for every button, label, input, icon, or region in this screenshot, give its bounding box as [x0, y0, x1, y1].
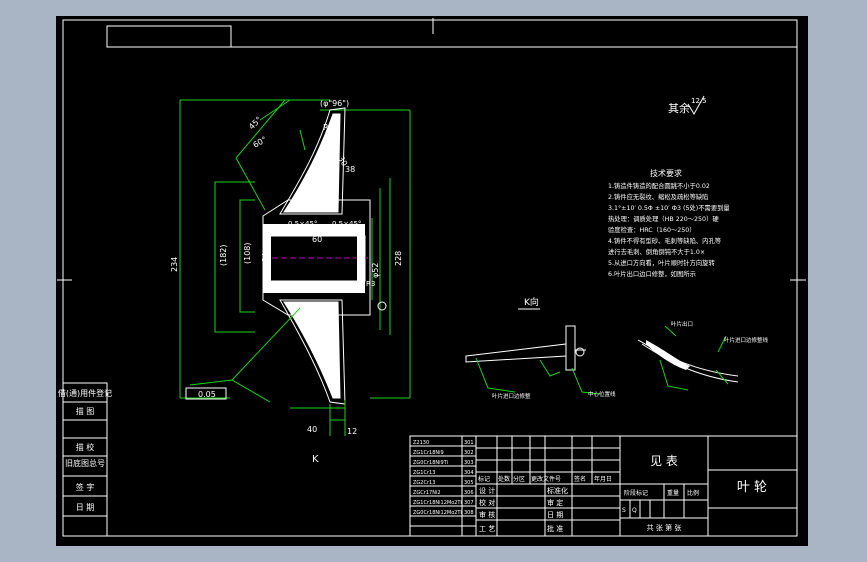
mat-row-1: Z2130: [413, 440, 429, 446]
rev-header-file: 更改文件号: [531, 475, 561, 483]
mat-row-6: ZGCr17Ni2: [413, 490, 441, 496]
role-check: 校 对: [479, 498, 495, 507]
mat-code-4: 304: [464, 470, 474, 476]
tech-item-1: 1.铸造件铸造的配合圆跳不小于0.02: [608, 181, 710, 190]
drawing-name: 见 表: [650, 454, 678, 468]
dim-chamfer-b: 0.5×45°: [332, 220, 361, 228]
mat-row-8: ZG0Cr18Ni12Mo2Ti: [413, 510, 462, 516]
role-process: 工 艺: [479, 525, 495, 533]
dim-12: 12: [347, 427, 357, 436]
rev-header-zone: 分区: [513, 475, 525, 483]
left-row-trace: 描 图: [76, 406, 95, 416]
scale-label: 比例: [687, 489, 699, 497]
mat-code-2: 302: [464, 450, 474, 456]
k-direction-view: K向 叶片进口边修整 中心位置线 叶片出口 叶片进口边修整线: [465, 296, 769, 400]
dim-182: (182): [219, 244, 228, 266]
mat-row-3: ZG0Cr18Ni9Ti: [413, 460, 448, 466]
mat-code-8: 308: [464, 510, 474, 516]
mat-code-1: 301: [464, 440, 474, 446]
dim-tolerance: 0.05: [198, 390, 216, 399]
technical-requirements: 技术要求 1.铸造件铸造的配合圆跳不小于0.02 2.铸件应无裂纹、缩松及疏松等…: [608, 168, 730, 278]
role-approve: 批 准: [547, 524, 563, 533]
dim-phi-chamfer: (φ"96"): [320, 99, 349, 108]
role-approve-review: 审 定: [547, 498, 563, 507]
role-standard: 标准化: [547, 486, 568, 495]
rev-header-count: 处数: [498, 475, 510, 483]
rev-header-sign: 签名: [574, 475, 586, 483]
rest-roughness-value: 12.5: [691, 97, 707, 105]
mat-row-2: ZG1Cr18Ni9: [413, 450, 444, 456]
mat-code-6: 306: [464, 490, 474, 496]
mat-row-7: ZG1Cr18Ni12Mo2Ti: [413, 500, 462, 506]
dim-r3: R3: [366, 280, 375, 288]
dim-phi64: φ64: [261, 253, 270, 268]
tech-item-5: 验度检查：HRC（160～250）: [608, 225, 696, 234]
sheets-label: 共 张 第 张: [647, 523, 682, 532]
tech-item-3: 3.1°±10′ 0.5Φ ±10′ Ф3 (5处)不需要到量: [608, 203, 730, 212]
dim-228: 228: [394, 251, 403, 266]
sheet-background: [56, 16, 808, 546]
left-column-table: 借(通)用件登记 描 图 描 校 旧底图总号 签 字 日 期: [58, 382, 112, 537]
stage-label: 阶段标记: [624, 489, 648, 497]
left-row-sign: 签 字: [76, 482, 95, 492]
role-date: 日 期: [547, 511, 563, 519]
k-callout-3: 叶片出口: [671, 320, 693, 328]
dim-234: 234: [170, 257, 179, 272]
dim-40: 40: [307, 425, 317, 434]
rest-roughness-label: 其余: [668, 101, 690, 115]
stage-mark-s: S: [622, 507, 626, 514]
k-callout-1: 叶片进口边修整: [492, 392, 531, 400]
dim-chamfer-a: 0.5×45°: [288, 220, 317, 228]
tech-item-9: 6.叶片出口边口修整，如图所示: [608, 269, 696, 278]
tech-title: 技术要求: [650, 168, 682, 178]
role-review: 审 核: [479, 510, 495, 519]
mat-code-7: 307: [464, 500, 474, 506]
dim-phi52: φ52: [371, 263, 380, 278]
left-row-date: 日 期: [76, 503, 95, 512]
tech-item-6: 4.铸件不得有型砂、毛刺等缺陷、内孔等: [608, 236, 722, 245]
k-view-label: K向: [524, 296, 539, 308]
dim-taper: 1:30: [296, 281, 312, 289]
dim-r5: R5: [323, 123, 334, 132]
mat-row-4: ZG1Cr13: [413, 470, 435, 476]
left-row-check: 描 校: [76, 442, 95, 452]
tech-item-4: 热处理：调质处理（HB 220～250）硬: [608, 214, 719, 223]
weight-label: 重量: [667, 489, 679, 497]
title-block: Z2130 ZG1Cr18Ni9 ZG0Cr18Ni9Ti ZG1Cr13 ZG…: [409, 435, 798, 537]
mat-code-3: 303: [464, 460, 474, 466]
tech-item-2: 2.铸件应无裂纹、缩松及疏松等缺陷: [608, 192, 708, 201]
dim-30: 30: [336, 155, 349, 168]
tech-item-7: 进行去毛刺、倒角倒钝不大于1.0×: [608, 247, 705, 256]
mat-code-5: 305: [464, 480, 474, 486]
dim-38: 38: [345, 165, 355, 174]
roughness-symbol-icon: [687, 95, 705, 115]
mat-row-5: ZG2Cr13: [413, 480, 435, 486]
tech-item-8: 5.从进口方向看，叶片顺时针方向旋转: [608, 258, 715, 267]
dim-108: (108): [243, 242, 252, 264]
role-design: 设 计: [479, 486, 495, 495]
view-label-k: K: [312, 454, 319, 465]
rev-header-date: 年月日: [594, 475, 612, 483]
rev-header-mark: 标记: [478, 475, 490, 483]
left-row-registration: 借(通)用件登记: [58, 388, 112, 398]
k-callout-2: 中心位置线: [588, 390, 616, 398]
left-row-old-number: 旧底图总号: [65, 458, 105, 468]
part-name: 叶 轮: [737, 480, 767, 495]
k-callout-4: 叶片进口边修整线: [724, 336, 769, 344]
stage-mark-q: Q: [632, 507, 637, 514]
dim-60: 60: [312, 235, 322, 244]
